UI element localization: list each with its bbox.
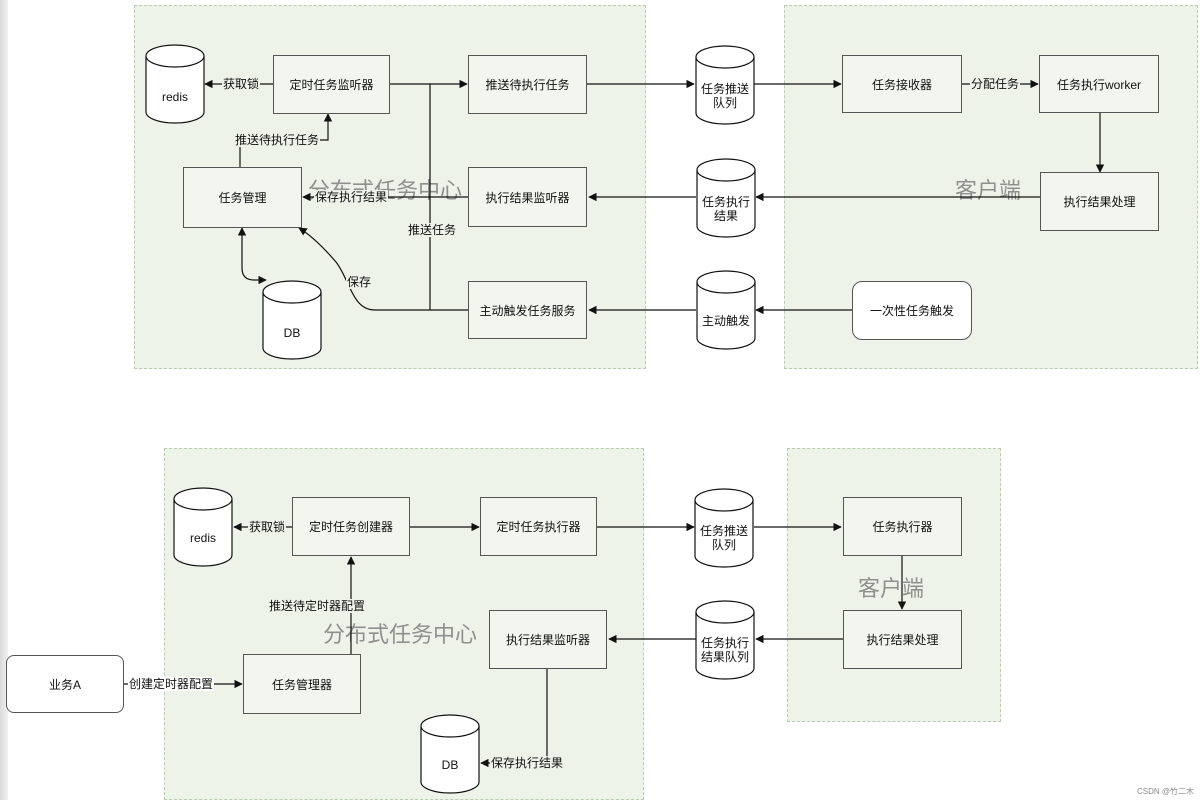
db-cylinder-top: DB [262, 280, 322, 360]
edge-listener-to-db [480, 669, 548, 768]
edge-label-save-result: 保存执行结果 [314, 190, 389, 204]
left-edge-strip [0, 0, 8, 800]
db-cylinder-bottom: DB [420, 714, 480, 794]
one-time-trigger-node: 一次性任务触发 [852, 281, 972, 340]
bottom-client-zone-title: 客户端 [858, 576, 925, 601]
redis-label-bottom: redis [189, 531, 216, 545]
queue-label-line1: 主动触发 [701, 314, 750, 328]
edge-label-push-pending: 推送待执行任务 [234, 133, 321, 147]
edge-label-save-result-bottom: 保存执行结果 [490, 756, 565, 770]
redis-cylinder-top: redis [145, 44, 205, 124]
task-push-queue-bottom: 任务推送队列 [694, 488, 754, 568]
queue-label-line2: 结果队列 [700, 650, 749, 664]
queue-label-line2: 队列 [712, 96, 737, 110]
task-receiver-node: 任务接收器 [842, 55, 962, 113]
task-executor-node: 任务执行器 [843, 497, 962, 556]
queue-label-line2: 结果 [713, 209, 738, 223]
timer-listener-node: 定时任务监听器 [273, 55, 390, 114]
watermark: CSDN @竹二木 [1136, 787, 1194, 796]
queue-label-line1: 任务执行 [700, 636, 749, 650]
bottom-client-zone [787, 448, 1001, 722]
edge-label-save: 保存 [346, 275, 373, 289]
db-label-top: DB [283, 326, 301, 340]
result-handle-node-top: 执行结果处理 [1040, 172, 1159, 231]
queue-label-line1: 任务推送 [700, 82, 749, 96]
result-listener-node-bottom: 执行结果监听器 [489, 610, 607, 669]
active-trigger-queue-top: 主动触发 [696, 270, 756, 350]
redis-label-top: redis [161, 90, 188, 104]
edge-label-create-timer-config: 创建定时器配置 [128, 677, 215, 691]
db-label-bottom: DB [441, 758, 459, 772]
bottom-center-zone-title: 分布式任务中心 [323, 622, 478, 647]
result-handle-node-bottom: 执行结果处理 [843, 610, 962, 669]
edge-label-get-lock-bottom: 获取锁 [248, 520, 287, 534]
top-client-zone-title: 客户端 [955, 178, 1022, 203]
exec-result-queue-bottom: 任务执行结果队列 [695, 600, 755, 680]
edge-save-to-manage [298, 227, 468, 311]
task-manage-node: 任务管理 [183, 167, 302, 228]
timer-creator-node: 定时任务创建器 [292, 497, 410, 556]
queue-label-line1: 任务执行 [701, 195, 750, 209]
task-push-queue-top: 任务推送队列 [695, 45, 755, 125]
business-a-node: 业务A [6, 655, 124, 713]
edge-manage-db [237, 227, 267, 285]
edge-label-push-task: 推送任务 [407, 223, 458, 237]
task-worker-node: 任务执行worker [1039, 55, 1159, 113]
exec-result-queue-top: 任务执行结果 [696, 158, 756, 238]
timer-executor-node: 定时任务执行器 [480, 497, 597, 556]
redis-cylinder-bottom: redis [173, 487, 233, 567]
result-listener-node: 执行结果监听器 [468, 167, 587, 227]
queue-label-line1: 任务推送 [699, 524, 748, 538]
active-trigger-service-node: 主动触发任务服务 [468, 281, 587, 339]
edge-label-get-lock-top: 获取锁 [222, 77, 261, 91]
edge-label-push-timer-config: 推送待定时器配置 [268, 599, 367, 613]
push-pending-task-node: 推送待执行任务 [468, 55, 587, 114]
edge-label-assign: 分配任务 [970, 77, 1021, 91]
task-manager-node: 任务管理器 [243, 654, 361, 714]
queue-label-line2: 队列 [711, 538, 736, 552]
